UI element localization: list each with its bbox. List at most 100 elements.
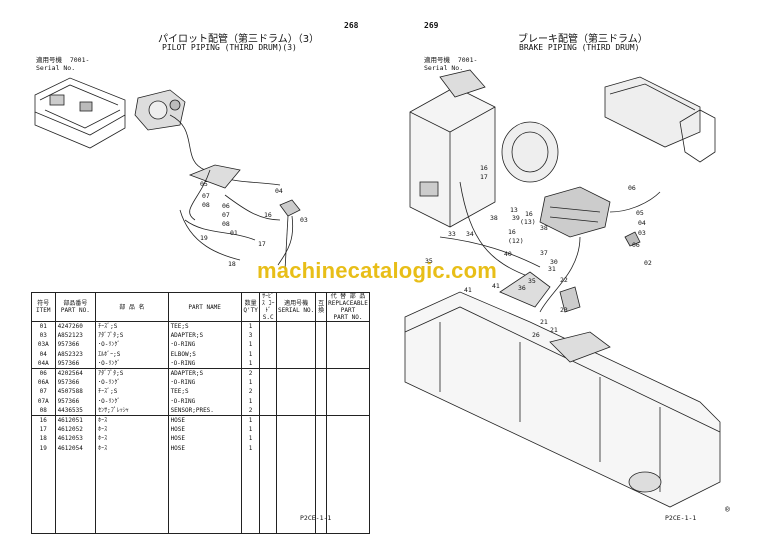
cell-empty <box>275 367 317 379</box>
svg-text:08: 08 <box>202 201 210 209</box>
cell-part-no: 4247260 <box>54 321 97 332</box>
cell-empty <box>325 321 371 332</box>
svg-text:06: 06 <box>628 184 636 192</box>
cell-empty <box>315 396 327 406</box>
cell-part-no: 957366 <box>54 340 97 350</box>
col-item-en: ITEM <box>36 307 51 314</box>
cell-name-jp: ﾁｰｽﾞ;S <box>95 387 169 397</box>
col-part-name: PART NAME <box>167 292 242 322</box>
cell-empty <box>167 452 242 534</box>
svg-text:21: 21 <box>540 318 548 326</box>
cell-name-jp: ﾎｰｽ <box>95 425 169 435</box>
svg-text:23: 23 <box>560 306 568 314</box>
serial-label-jp: 適用号機 <box>424 56 450 64</box>
cell-empty <box>315 425 327 435</box>
cell-empty <box>275 358 317 369</box>
cell-empty <box>275 425 317 435</box>
svg-text:03: 03 <box>300 216 308 224</box>
cell-empty <box>325 425 371 435</box>
right-title-en: BRAKE PIPING (THIRD DRUM) <box>519 43 640 52</box>
cell-qty: 1 <box>240 443 261 453</box>
col-part-no-jp: 部品番号 <box>63 300 88 307</box>
cell-item: 17 <box>31 425 56 435</box>
cell-part-no: 957366 <box>54 378 97 388</box>
cell-empty <box>315 387 327 397</box>
cell-name-jp: ｱﾀﾞﾌﾟﾀ;S <box>95 331 169 341</box>
cell-qty: 1 <box>240 434 261 444</box>
cell-empty <box>275 414 317 426</box>
svg-text:41: 41 <box>464 286 472 294</box>
cell-part-name: ADAPTER;S <box>167 367 242 379</box>
cell-empty <box>275 378 317 388</box>
serial-label-en: Serial No. <box>36 64 76 72</box>
cell-item: 07A <box>31 396 56 406</box>
cell-empty <box>259 414 277 426</box>
cell-name-jp: ･O-ﾘﾝｸﾞ <box>95 396 169 406</box>
cell-empty <box>325 434 371 444</box>
col-sc-jp: ｻｰﾋﾞｽ ｺｰﾄﾞ <box>261 293 275 314</box>
svg-text:36: 36 <box>518 284 526 292</box>
svg-text:17: 17 <box>480 173 488 181</box>
svg-text:05: 05 <box>636 209 644 217</box>
svg-text:30: 30 <box>550 258 558 266</box>
svg-text:41: 41 <box>492 282 500 290</box>
right-page-number: 269 <box>424 21 439 30</box>
svg-text:37: 37 <box>540 249 548 257</box>
svg-text:04: 04 <box>275 187 283 195</box>
cell-part-no: 4436535 <box>54 405 97 416</box>
svg-text:16: 16 <box>480 164 488 172</box>
cell-empty <box>275 331 317 341</box>
svg-text:04: 04 <box>638 219 646 227</box>
cell-empty <box>325 378 371 388</box>
svg-text:07: 07 <box>202 192 210 200</box>
cell-empty <box>275 349 317 359</box>
cell-empty <box>325 358 371 369</box>
cell-empty <box>325 340 371 350</box>
svg-text:06: 06 <box>222 202 230 210</box>
cell-part-name: HOSE <box>167 414 242 426</box>
col-sc-en: S.C <box>262 314 274 321</box>
cell-qty: 3 <box>240 331 261 341</box>
cell-empty <box>275 396 317 406</box>
cell-part-name: TEE;S <box>167 321 242 332</box>
cell-empty <box>275 434 317 444</box>
cell-empty <box>315 349 327 359</box>
svg-text:(12): (12) <box>508 237 524 245</box>
cell-qty: 1 <box>240 358 261 369</box>
cell-part-name: ･O-RING <box>167 358 242 369</box>
col-qty-en: Q'TY <box>243 307 258 314</box>
cell-part-no: A852323 <box>54 349 97 359</box>
cell-empty <box>275 387 317 397</box>
svg-text:22: 22 <box>560 276 568 284</box>
cell-part-name: ADAPTER;S <box>167 331 242 341</box>
cell-item: 06 <box>31 367 56 379</box>
svg-text:05: 05 <box>200 180 208 188</box>
svg-text:16: 16 <box>264 211 272 219</box>
svg-text:38: 38 <box>490 214 498 222</box>
svg-text:26: 26 <box>532 331 540 339</box>
cell-qty: 2 <box>240 405 261 416</box>
cell-empty <box>315 405 327 416</box>
cell-empty <box>325 367 371 379</box>
cell-name-jp: ﾎｰｽ <box>95 414 169 426</box>
right-footer: P2CE-1-1 <box>665 514 697 522</box>
col-name-jp: 部 品 名 <box>95 292 169 322</box>
cell-empty <box>315 443 327 453</box>
cell-empty <box>275 452 317 534</box>
col-repl-top: 代 替 部 品 REPLACEABLE PART <box>328 293 368 314</box>
cell-empty <box>325 443 371 453</box>
cell-empty <box>259 349 277 359</box>
col-serial-en: SERIAL NO. <box>278 307 315 314</box>
svg-text:38: 38 <box>540 224 548 232</box>
